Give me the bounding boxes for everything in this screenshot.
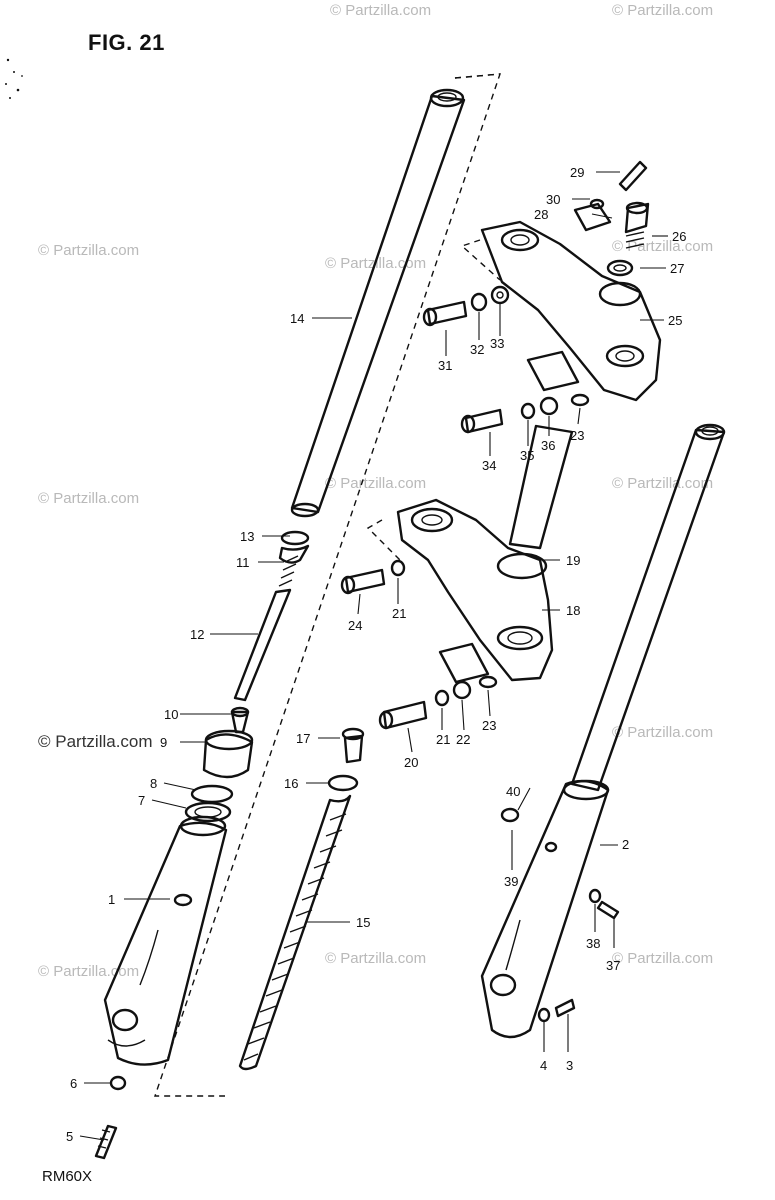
watermark: © Partzilla.com (325, 950, 427, 967)
callout: 36 (541, 438, 555, 453)
bracket-bolts (422, 285, 559, 434)
callout: 34 (482, 458, 496, 473)
watermark: © Partzilla.com (612, 475, 714, 492)
callout: 25 (668, 313, 682, 328)
callout: 14 (290, 311, 304, 326)
callout: 11 (236, 555, 250, 570)
callout: 33 (490, 336, 504, 351)
watermark: © Partzilla.com (612, 238, 714, 255)
callout: 19 (566, 553, 580, 568)
callout: 27 (670, 261, 684, 276)
callout: 37 (606, 958, 620, 973)
fork-cap-and-spring (238, 727, 365, 1071)
callout-numbers: 1 2 3 4 5 6 7 8 9 10 11 12 13 14 15 16 1… (66, 165, 686, 1144)
callout: 22 (456, 732, 470, 747)
watermark: © Partzilla.com (612, 950, 714, 967)
watermark: © Partzilla.com (330, 2, 432, 19)
callout: 31 (438, 358, 452, 373)
callout: 2 (622, 837, 629, 852)
leader-lines (79, 171, 668, 1141)
callout: 40 (506, 784, 520, 799)
callout: 24 (348, 618, 362, 633)
watermark: © Partzilla.com (325, 475, 427, 492)
callout: 4 (540, 1058, 547, 1073)
callout: 23 (570, 428, 584, 443)
callout: 7 (138, 793, 145, 808)
drain-bolt (94, 1075, 127, 1160)
callout: 17 (296, 731, 310, 746)
callout: 30 (546, 192, 560, 207)
watermark: © Partzilla.com (38, 490, 140, 507)
callout: 8 (150, 776, 157, 791)
watermark-dark: © Partzilla.com (38, 732, 153, 751)
assembly-outline-top (454, 73, 501, 79)
model-code: RM60X (42, 1168, 93, 1185)
figure-title: FIG. 21 (88, 30, 165, 55)
watermark: © Partzilla.com (38, 242, 140, 259)
callout: 28 (534, 207, 548, 222)
watermark: © Partzilla.com (612, 2, 714, 19)
callout: 15 (356, 915, 370, 930)
callout: 39 (504, 874, 518, 889)
callout: 23 (482, 718, 496, 733)
callout: 32 (470, 342, 484, 357)
callout: 18 (566, 603, 580, 618)
steering-stem (366, 424, 574, 689)
callout: 3 (566, 1058, 573, 1073)
damper-cylinder (184, 729, 254, 823)
upper-bracket (460, 160, 662, 407)
watermark: © Partzilla.com (38, 963, 140, 980)
callout: 5 (66, 1129, 73, 1144)
fork-tube-right (480, 423, 726, 1039)
inner-tube-left (290, 88, 466, 518)
callout: 26 (672, 229, 686, 244)
lower-bracket-bolts (340, 559, 472, 730)
assembly-outline (154, 73, 502, 1097)
callout: 20 (404, 755, 418, 770)
callout: 29 (570, 165, 584, 180)
callout: 1 (108, 892, 115, 907)
watermark: © Partzilla.com (612, 724, 714, 741)
callout: 21 (392, 606, 406, 621)
callout: 35 (520, 448, 534, 463)
outer-tube-left (103, 815, 228, 1066)
callout: 10 (164, 707, 178, 722)
callout: 9 (160, 735, 167, 750)
callout: 6 (70, 1076, 77, 1091)
callout: 13 (240, 529, 254, 544)
callout: 38 (586, 936, 600, 951)
callout: 16 (284, 776, 298, 791)
callout: 21 (436, 732, 450, 747)
scan-noise (5, 58, 23, 99)
callout: 12 (190, 627, 204, 642)
